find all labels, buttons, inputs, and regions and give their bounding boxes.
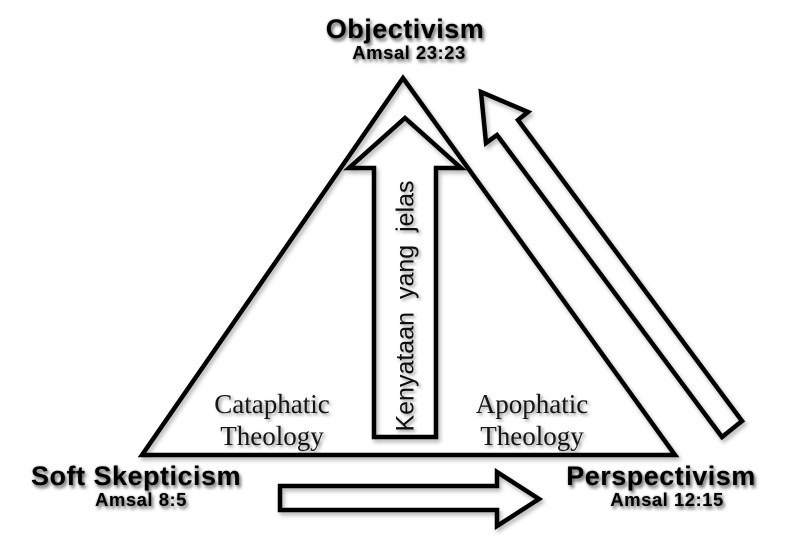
triangle-outline xyxy=(137,74,680,458)
soft-skepticism-reference: Amsal 8:5 xyxy=(95,489,187,510)
objectivism-label: Objectivism xyxy=(325,14,485,44)
objectivism-reference: Amsal 23:23 xyxy=(352,42,466,63)
soft-skepticism-label: Soft Skepticism xyxy=(30,461,242,491)
cataphatic-line2: Theology xyxy=(220,420,324,451)
apophatic-line1: Apophatic xyxy=(475,389,589,419)
right-arrow-icon xyxy=(277,467,544,531)
diagonal-up-arrow-icon xyxy=(478,88,746,441)
up-arrow-icon xyxy=(343,114,467,440)
cataphatic-line1: Cataphatic xyxy=(214,389,330,419)
apophatic-line2: Theology xyxy=(480,420,584,451)
cataphatic-theology-label: Cataphatic Theology xyxy=(214,389,329,453)
perspectivism-reference: Amsal 12:15 xyxy=(610,489,724,510)
apophatic-theology-label: Apophatic Theology xyxy=(476,389,588,453)
center-arrow-label: Kenyataan yang jelas xyxy=(391,180,420,432)
perspectivism-label: Perspectivism xyxy=(566,461,756,491)
